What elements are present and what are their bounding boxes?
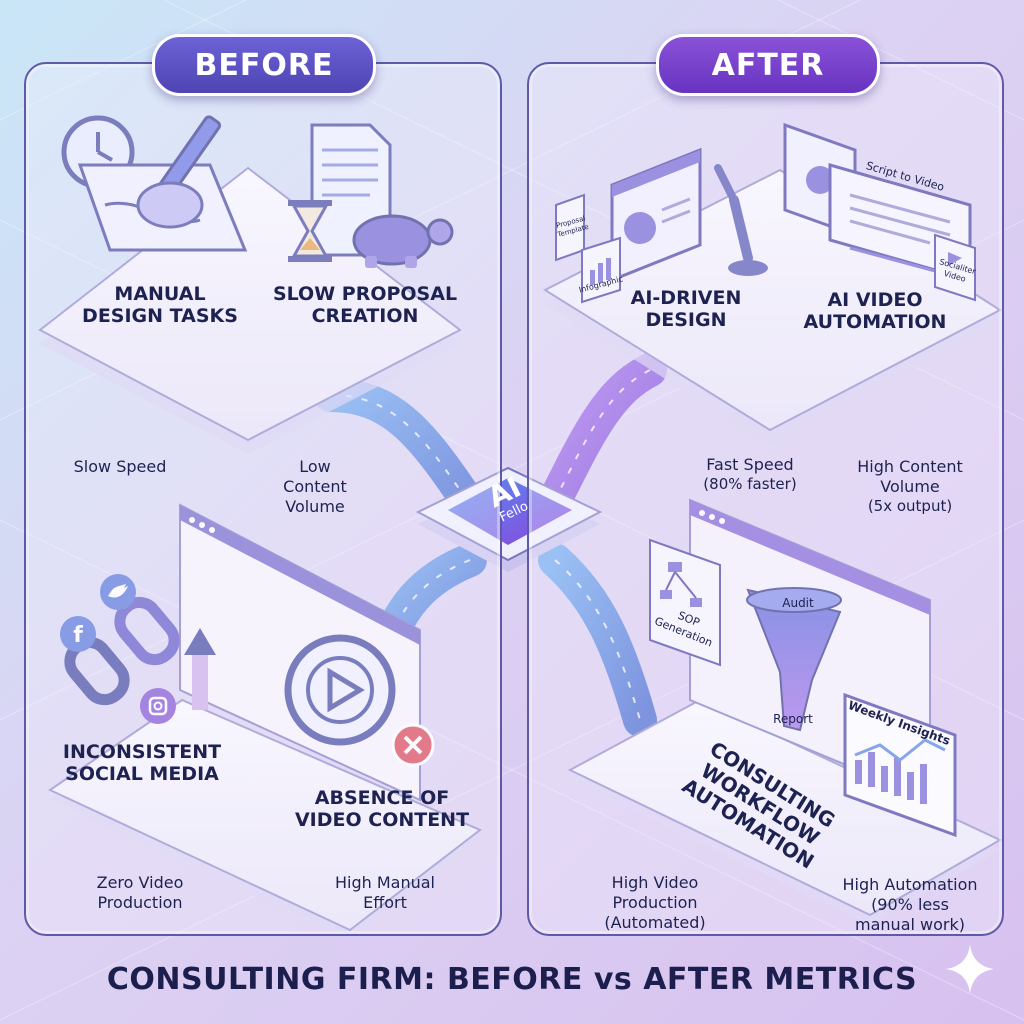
before-panel xyxy=(24,62,502,936)
metric-line: Content xyxy=(283,477,347,496)
hand-drawing-icon xyxy=(77,115,248,252)
label-line: ABSENCE OF xyxy=(314,787,450,809)
turtle-icon xyxy=(352,214,454,268)
metric-line: High Manual xyxy=(335,873,435,892)
svg-text:f: f xyxy=(73,623,83,648)
before-bottom-tile xyxy=(47,698,482,940)
instagram-icon xyxy=(140,688,176,724)
video-reel-icon xyxy=(284,634,396,746)
metric-low-content-volume: Low Content Volume xyxy=(255,457,375,517)
metric-line: (80% faster) xyxy=(703,475,797,493)
sop-card-icon xyxy=(649,538,721,667)
metric-line: Production xyxy=(612,893,698,912)
label-slow-proposal-creation: SLOW PROPOSAL CREATION xyxy=(260,283,470,328)
metric-high-manual-effort: High Manual Effort xyxy=(315,873,455,913)
label-line: DESIGN xyxy=(645,308,727,331)
mini-label-audit: Audit xyxy=(782,596,814,610)
footer-title: CONSULTING FIRM: BEFORE vs AFTER METRICS xyxy=(106,962,918,997)
metric-line: Effort xyxy=(363,893,407,912)
mini-card-socialiter xyxy=(934,233,976,302)
after-bottom-tile xyxy=(567,698,1003,925)
label-ai-video-automation: AI VIDEO AUTOMATION xyxy=(790,289,960,334)
ai-hub-chip xyxy=(415,466,603,572)
twitter-icon xyxy=(100,574,136,610)
label-line: AI-DRIVEN xyxy=(630,287,742,309)
after-header: AFTER xyxy=(656,34,880,96)
metric-line: High Automation xyxy=(842,875,978,894)
metric-line: Volume xyxy=(880,477,940,496)
facebook-icon: f xyxy=(60,616,96,652)
label-line: SOCIAL MEDIA xyxy=(65,762,219,785)
label-line: INCONSISTENT xyxy=(62,741,222,763)
after-panel xyxy=(527,62,1004,936)
metric-line: manual work) xyxy=(855,915,965,934)
label-manual-design-tasks: MANUAL DESIGN TASKS xyxy=(80,283,240,328)
metric-line: Low xyxy=(299,457,331,476)
label-line: AUTOMATION xyxy=(803,310,947,333)
mini-card-infographic xyxy=(581,236,621,304)
label-absence-of-video-content: ABSENCE OF VIDEO CONTENT xyxy=(294,787,470,832)
metric-line: Volume xyxy=(285,497,345,516)
metric-line: Production xyxy=(97,893,183,912)
metric-line: High Video xyxy=(611,873,699,892)
funnel-icon xyxy=(746,587,842,732)
sparkle-icon xyxy=(946,945,994,993)
label-line: DESIGN TASKS xyxy=(82,304,238,327)
label-line: AI VIDEO xyxy=(827,289,923,311)
metric-high-automation: High Automation (90% less manual work) xyxy=(825,875,995,935)
metric-slow-speed: Slow Speed xyxy=(50,457,190,477)
hourglass-icon xyxy=(288,200,332,262)
metric-line: High Content xyxy=(857,457,963,476)
close-icon xyxy=(391,723,435,767)
metric-line: Fast Speed xyxy=(706,455,794,474)
metric-line: Zero Video xyxy=(96,873,184,892)
metric-line: (Automated) xyxy=(604,913,706,932)
label-line: MANUAL xyxy=(114,283,206,305)
robot-arm-icon xyxy=(714,164,768,276)
label-inconsistent-social-media: INCONSISTENT SOCIAL MEDIA xyxy=(52,741,232,786)
metric-zero-video-production: Zero Video Production xyxy=(75,873,205,913)
metric-line: (90% less xyxy=(871,895,949,914)
metric-high-video-production: High Video Production (Automated) xyxy=(585,873,725,933)
insights-card-icon xyxy=(843,692,957,838)
metric-line: (5x output) xyxy=(867,497,953,515)
metric-high-content-volume: High Content Volume (5x output) xyxy=(835,457,985,516)
metric-line: Slow Speed xyxy=(73,457,167,476)
metric-fast-speed: Fast Speed (80% faster) xyxy=(680,455,820,494)
label-line: CREATION xyxy=(311,304,419,327)
label-line: VIDEO CONTENT xyxy=(294,808,470,831)
label-line: SLOW PROPOSAL xyxy=(272,283,458,305)
mini-label-report: Report xyxy=(773,712,813,726)
before-header: BEFORE xyxy=(152,34,376,96)
label-ai-driven-design: AI-DRIVEN DESIGN xyxy=(612,287,760,332)
arrow-up-icon xyxy=(184,628,216,710)
